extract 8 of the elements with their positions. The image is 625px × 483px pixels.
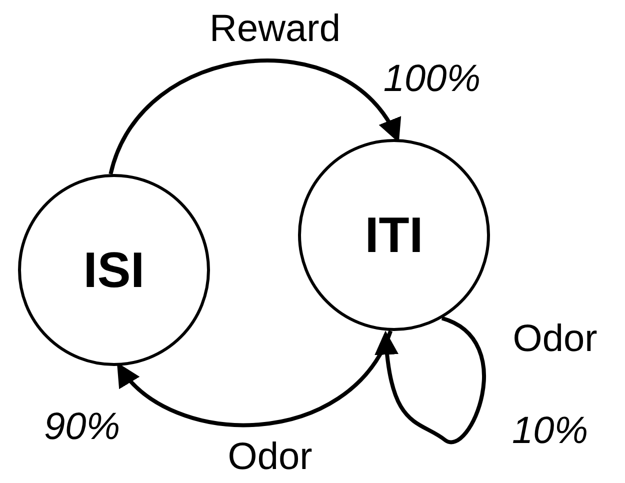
state-label: ISI	[83, 241, 145, 299]
probability-label: 90%	[44, 407, 120, 449]
arrow	[375, 316, 486, 444]
arrow	[116, 330, 392, 427]
probability-label: 10%	[512, 411, 588, 453]
state-label: ITI	[364, 206, 424, 264]
probability-label: 100%	[383, 59, 481, 101]
arrow	[108, 58, 400, 175]
